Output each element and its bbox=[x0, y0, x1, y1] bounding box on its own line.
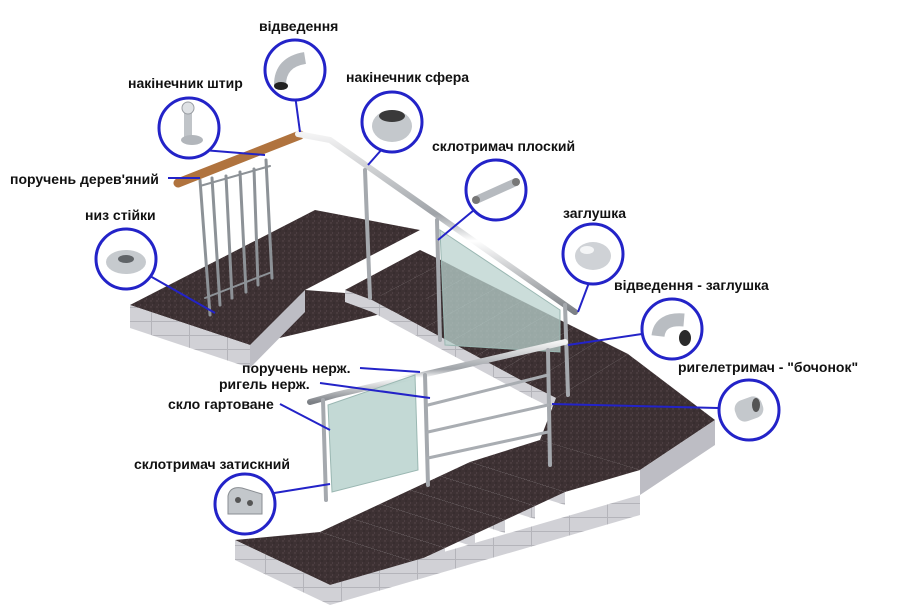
label-steel-crossbar: ригель нерж. bbox=[219, 376, 310, 392]
bend-plug-icon bbox=[640, 297, 704, 361]
middle-landing-side bbox=[640, 420, 715, 495]
flat-glass-holder-icon bbox=[464, 158, 528, 222]
label-sphere-end-cap: накінечник сфера bbox=[346, 69, 470, 85]
label-steel-handrail: поручень нерж. bbox=[242, 360, 351, 376]
upper-posts bbox=[363, 168, 570, 397]
lower-posts bbox=[321, 348, 552, 502]
lower-steel-handrail bbox=[307, 339, 568, 405]
label-wooden-handrail: поручень дерев'яний bbox=[10, 171, 159, 187]
clamp-glass-holder-icon bbox=[213, 472, 277, 536]
label-bend: відведення bbox=[259, 18, 339, 34]
accessory-callouts bbox=[94, 38, 781, 536]
barrel-holder-icon bbox=[717, 378, 781, 442]
upper-glass-panel bbox=[439, 229, 561, 353]
label-plug: заглушка bbox=[563, 205, 626, 221]
upper-landing-front bbox=[250, 290, 305, 368]
wooden-handrail bbox=[173, 130, 305, 188]
crossbars bbox=[426, 373, 550, 460]
label-post-base: низ стійки bbox=[85, 207, 156, 223]
lower-flight bbox=[235, 440, 640, 605]
label-barrel-holder: ригелетримач - "бочонок" bbox=[678, 359, 859, 375]
label-pin-end-cap: накінечник штир bbox=[128, 75, 243, 91]
label-bend-plug: відведення - заглушка bbox=[614, 277, 769, 293]
railings bbox=[173, 130, 578, 502]
label-tempered-glass: скло гартоване bbox=[168, 396, 274, 412]
upper-landing-top bbox=[130, 210, 440, 345]
upper-steel-handrail bbox=[295, 131, 578, 315]
lower-glass-panel bbox=[327, 374, 419, 493]
plug-icon bbox=[561, 222, 625, 286]
sphere-end-cap-icon bbox=[360, 90, 424, 154]
bend-icon bbox=[263, 38, 327, 102]
middle-landing-top bbox=[540, 354, 715, 470]
post-base-cover-icon bbox=[94, 227, 158, 291]
upper-landing-side bbox=[130, 305, 250, 368]
pin-end-cap-icon bbox=[157, 96, 221, 160]
label-clamp-glass-holder: склотримач затискний bbox=[134, 456, 291, 472]
balustrade bbox=[198, 158, 274, 317]
label-flat-glass-holder: склотримач плоский bbox=[432, 138, 576, 154]
